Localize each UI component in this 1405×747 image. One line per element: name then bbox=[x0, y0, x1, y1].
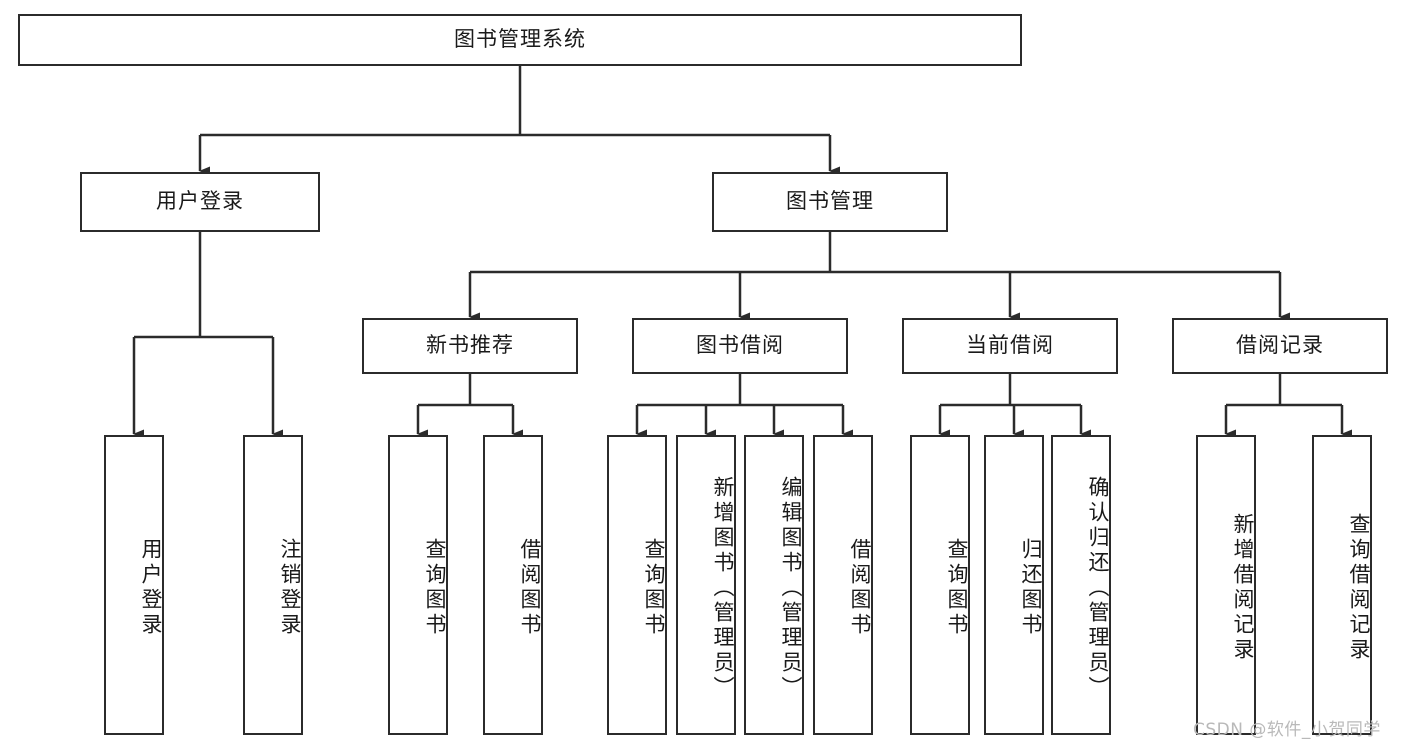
node-leaf-cu-confirm[interactable]: 确认归还（管理员） bbox=[1051, 435, 1111, 735]
node-label: 查询图书 bbox=[423, 538, 447, 638]
node-bookmgmt[interactable]: 图书管理 bbox=[712, 172, 948, 232]
node-leaf-bk-add[interactable]: 新增图书（管理员） bbox=[676, 435, 736, 735]
node-leaf-bk-borrow[interactable]: 借阅图书 bbox=[813, 435, 873, 735]
node-label: 查询图书 bbox=[945, 538, 969, 638]
node-leaf-bk-edit[interactable]: 编辑图书（管理员） bbox=[744, 435, 804, 735]
node-label: 借阅图书 bbox=[518, 538, 542, 638]
node-label: 查询借阅记录 bbox=[1347, 513, 1371, 663]
node-borrow[interactable]: 图书借阅 bbox=[632, 318, 848, 374]
node-leaf-nb-query[interactable]: 查询图书 bbox=[388, 435, 448, 735]
node-label: 编辑图书（管理员） bbox=[779, 475, 803, 701]
node-label: 确认归还（管理员） bbox=[1086, 475, 1110, 701]
node-current[interactable]: 当前借阅 bbox=[902, 318, 1118, 374]
node-leaf-nb-borrow[interactable]: 借阅图书 bbox=[483, 435, 543, 735]
node-label: 图书管理 bbox=[786, 189, 874, 214]
node-login[interactable]: 用户登录 bbox=[80, 172, 320, 232]
node-label: 图书管理系统 bbox=[454, 27, 586, 52]
node-newbook[interactable]: 新书推荐 bbox=[362, 318, 578, 374]
node-records[interactable]: 借阅记录 bbox=[1172, 318, 1388, 374]
node-leaf-rc-add[interactable]: 新增借阅记录 bbox=[1196, 435, 1256, 735]
node-label: 当前借阅 bbox=[966, 333, 1054, 358]
node-label: 图书借阅 bbox=[696, 333, 784, 358]
node-label: 借阅图书 bbox=[848, 538, 872, 638]
node-leaf-user-login[interactable]: 用户登录 bbox=[104, 435, 164, 735]
node-leaf-user-logout[interactable]: 注销登录 bbox=[243, 435, 303, 735]
node-leaf-bk-query[interactable]: 查询图书 bbox=[607, 435, 667, 735]
node-label: 用户登录 bbox=[156, 189, 244, 214]
node-label: 新增借阅记录 bbox=[1231, 513, 1255, 663]
node-label: 用户登录 bbox=[139, 538, 163, 638]
node-root[interactable]: 图书管理系统 bbox=[18, 14, 1022, 66]
csdn-watermark: CSDN @软件_小贺同学 bbox=[1193, 720, 1381, 740]
node-leaf-cu-query[interactable]: 查询图书 bbox=[910, 435, 970, 735]
node-label: 查询图书 bbox=[642, 538, 666, 638]
node-label: 新增图书（管理员） bbox=[711, 475, 735, 701]
node-label: 注销登录 bbox=[278, 538, 302, 638]
node-leaf-rc-query[interactable]: 查询借阅记录 bbox=[1312, 435, 1372, 735]
node-label: 归还图书 bbox=[1019, 538, 1043, 638]
tree-connectors bbox=[132, 66, 1352, 439]
node-label: 新书推荐 bbox=[426, 333, 514, 358]
node-leaf-cu-return[interactable]: 归还图书 bbox=[984, 435, 1044, 735]
node-label: 借阅记录 bbox=[1236, 333, 1324, 358]
